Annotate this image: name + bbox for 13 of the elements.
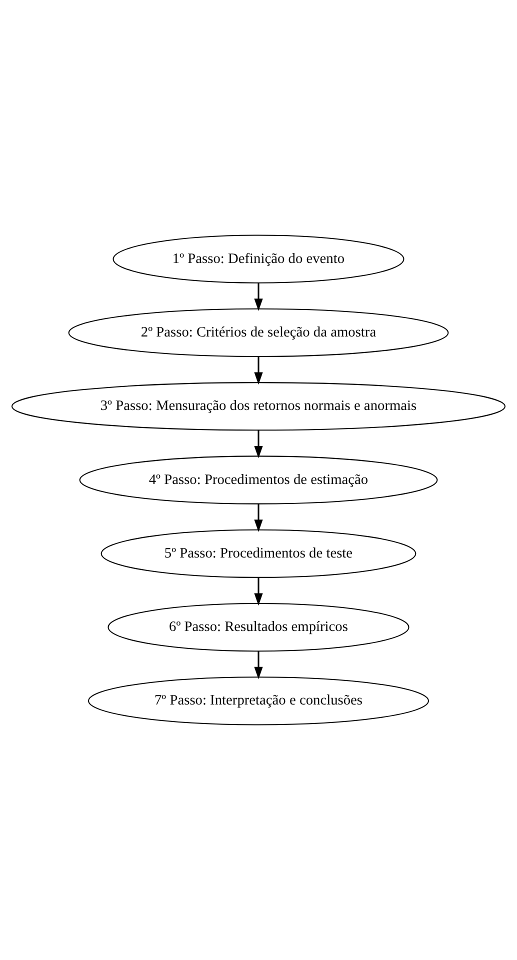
- node-ellipse: 7º Passo: Interpretação e conclusões: [88, 676, 429, 726]
- arrow: [254, 504, 263, 532]
- node-ellipse: 6º Passo: Resultados empíricos: [108, 602, 410, 652]
- arrow: [254, 651, 263, 680]
- node-ellipse: 2º Passo: Critérios de seleção da amostra: [68, 308, 449, 358]
- node-ellipse: 5º Passo: Procedimentos de teste: [100, 529, 416, 578]
- arrow: [254, 283, 263, 312]
- node-ellipse: 3º Passo: Mensuração dos retornos normais e anormais: [11, 382, 506, 431]
- arrow: [254, 578, 263, 606]
- node-ellipse: 1º Passo: Definição do evento: [112, 234, 404, 284]
- arrow: [254, 430, 263, 458]
- node-ellipse: 4º Passo: Procedimentos de estimação: [79, 456, 438, 504]
- arrow: [254, 356, 263, 385]
